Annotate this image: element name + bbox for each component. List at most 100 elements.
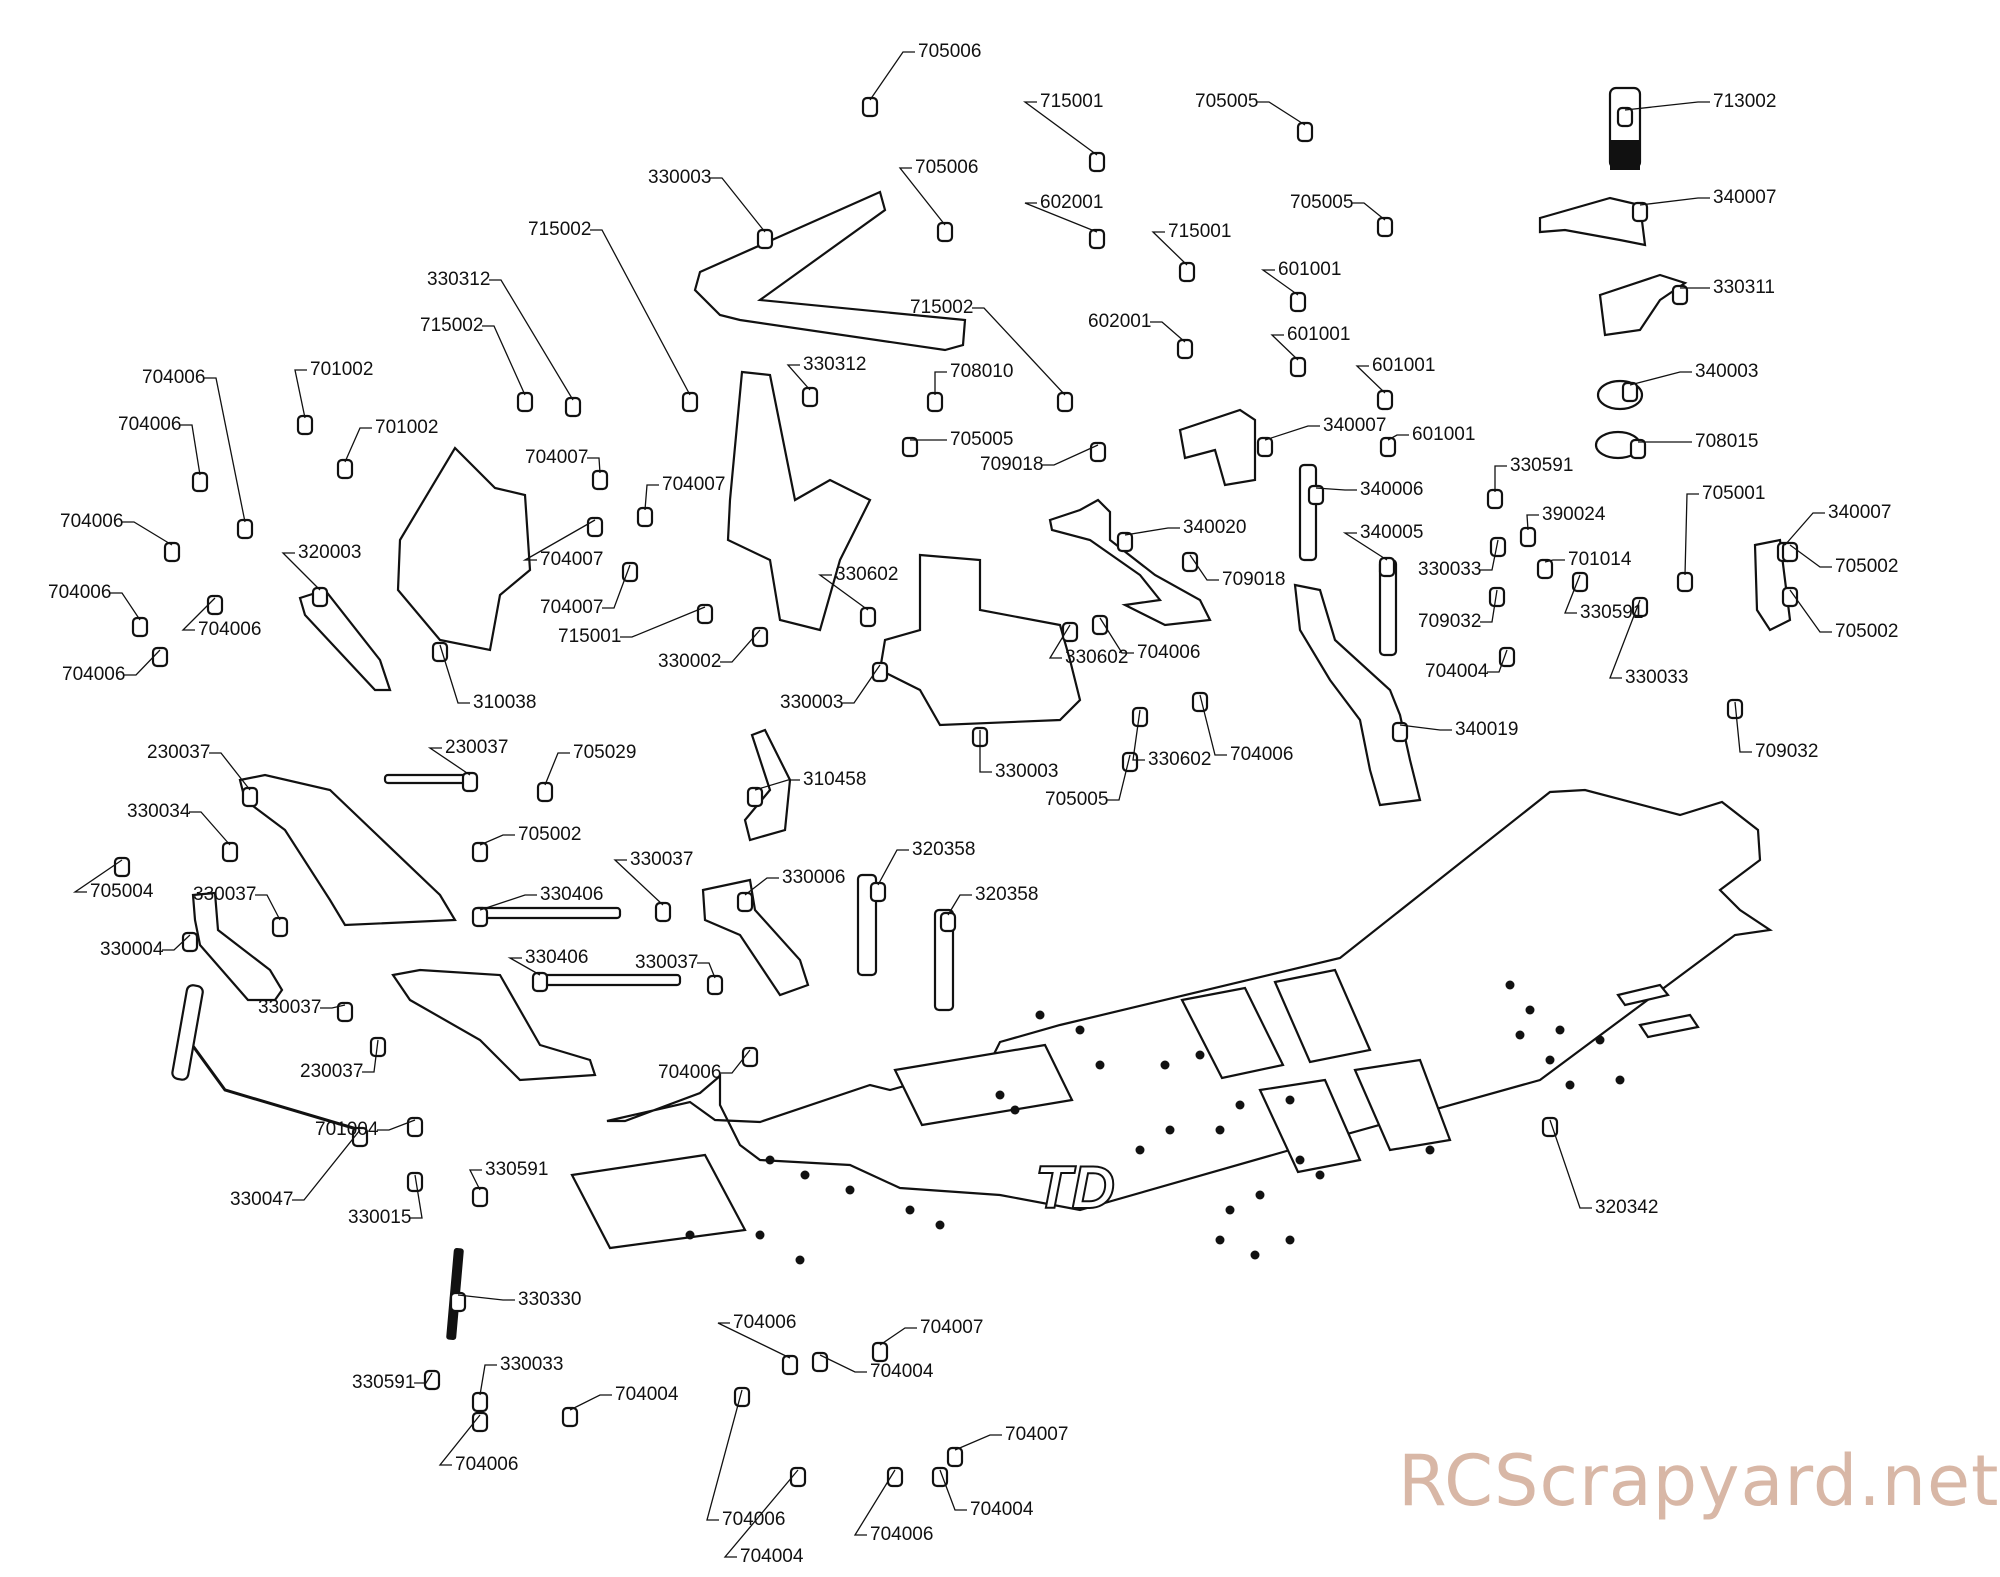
leader-line bbox=[1257, 101, 1306, 126]
part-label: 704004 bbox=[970, 1499, 1034, 1520]
standoff-320358-b bbox=[933, 908, 955, 1012]
part-label: 330602 bbox=[1065, 647, 1129, 668]
hardware-piece bbox=[406, 1171, 424, 1193]
hardware-piece bbox=[471, 841, 489, 863]
part-label: 709018 bbox=[1222, 569, 1286, 590]
leader-line bbox=[1549, 1119, 1592, 1209]
part-label: 330033 bbox=[500, 1354, 564, 1375]
leader-line bbox=[934, 371, 947, 395]
part-label: 704006 bbox=[48, 582, 112, 603]
leader-line bbox=[1199, 694, 1227, 756]
part-label: 330033 bbox=[1625, 667, 1689, 688]
leader-line bbox=[414, 1372, 433, 1384]
chassis-hole bbox=[1235, 1100, 1245, 1110]
part-label: 704004 bbox=[740, 1546, 804, 1567]
part-label: 330591 bbox=[352, 1372, 416, 1393]
chassis-holes bbox=[685, 980, 1625, 1265]
chassis-hole bbox=[1295, 1155, 1305, 1165]
leader-line bbox=[754, 779, 800, 791]
leader-line bbox=[1609, 599, 1641, 679]
hardware-piece bbox=[1181, 551, 1199, 573]
part-label: 390024 bbox=[1542, 504, 1606, 525]
leader-line bbox=[1270, 334, 1299, 361]
part-label: 601001 bbox=[1278, 259, 1342, 280]
part-label: 704007 bbox=[540, 597, 604, 618]
part-label: 704006 bbox=[198, 619, 262, 640]
leader-line bbox=[706, 1389, 743, 1521]
antiroll-bar-330047 bbox=[183, 1034, 361, 1132]
hardware-piece bbox=[1091, 614, 1109, 636]
chassis-hole bbox=[1255, 1190, 1265, 1200]
shaft-230037 bbox=[383, 773, 477, 785]
leader-line bbox=[613, 859, 664, 906]
leader-line bbox=[879, 1327, 917, 1346]
hardware-piece bbox=[1489, 536, 1507, 558]
part-label: 704006 bbox=[62, 664, 126, 685]
chassis-hole bbox=[1250, 1250, 1260, 1260]
hardware-piece bbox=[531, 971, 549, 993]
chassis-hole bbox=[1195, 1050, 1205, 1060]
hardware-piece bbox=[751, 626, 769, 648]
block-330004 bbox=[191, 891, 284, 1002]
hardware-piece bbox=[1088, 151, 1106, 173]
leader-line bbox=[939, 1469, 967, 1511]
part-label: 701014 bbox=[1568, 549, 1632, 570]
leader-line bbox=[697, 962, 716, 979]
chassis-hole bbox=[1565, 1080, 1575, 1090]
leader-line bbox=[544, 752, 570, 786]
leader-line bbox=[898, 167, 946, 226]
part-label: 705005 bbox=[950, 429, 1014, 450]
part-label: 340005 bbox=[1360, 522, 1424, 543]
hardware-piece bbox=[1629, 438, 1647, 460]
leader-line bbox=[110, 592, 141, 621]
leader-line bbox=[204, 377, 246, 523]
hardware-piece bbox=[1256, 436, 1274, 458]
part-label: 330003 bbox=[780, 692, 844, 713]
chassis-hole bbox=[1505, 980, 1515, 990]
hardware-piece bbox=[536, 781, 554, 803]
part-label: 230037 bbox=[300, 1061, 364, 1082]
chassis-hole bbox=[795, 1255, 805, 1265]
leader-line bbox=[1264, 425, 1320, 441]
leader-line bbox=[72, 859, 123, 893]
arm-340007-c bbox=[1753, 538, 1792, 632]
part-label: 330602 bbox=[835, 564, 899, 585]
leader-line bbox=[479, 834, 515, 846]
chassis-hole bbox=[685, 1230, 695, 1240]
hardware-piece bbox=[1391, 721, 1409, 743]
chassis-hole bbox=[1545, 1055, 1555, 1065]
part-label: 330406 bbox=[540, 884, 604, 905]
hardware-piece bbox=[741, 1046, 759, 1068]
link-330591-left bbox=[171, 984, 204, 1081]
leader-line bbox=[1355, 365, 1386, 394]
hardware-piece bbox=[736, 891, 754, 913]
hardware-piece bbox=[591, 469, 609, 491]
leader-line bbox=[362, 1039, 379, 1073]
chassis-hole bbox=[1515, 1030, 1525, 1040]
part-label: 330003 bbox=[648, 167, 712, 188]
steering-post-340019 bbox=[1293, 583, 1422, 807]
part-label: 715001 bbox=[1040, 91, 1104, 112]
hardware-piece bbox=[936, 221, 954, 243]
leader-line bbox=[1024, 202, 1098, 233]
hardware-piece bbox=[296, 414, 314, 436]
leader-line bbox=[122, 521, 173, 546]
part-label: 705002 bbox=[1835, 621, 1899, 642]
leader-line bbox=[189, 811, 231, 846]
hardware-piece bbox=[1621, 381, 1639, 403]
leader-line bbox=[1387, 434, 1409, 441]
leader-line bbox=[1494, 465, 1507, 492]
leader-line bbox=[489, 279, 574, 401]
chassis-hole bbox=[755, 1230, 765, 1240]
leader-line bbox=[842, 664, 881, 704]
part-label: 330033 bbox=[1418, 559, 1482, 580]
hardware-piece bbox=[1088, 228, 1106, 250]
part-label: 704004 bbox=[1425, 661, 1489, 682]
hardware-piece bbox=[241, 786, 259, 808]
hardware-piece bbox=[1488, 586, 1506, 608]
leader-line bbox=[602, 564, 631, 609]
hardware-piece bbox=[1376, 389, 1394, 411]
leader-line bbox=[457, 1294, 515, 1301]
leader-line bbox=[1734, 701, 1752, 753]
part-label: 705006 bbox=[918, 41, 982, 62]
